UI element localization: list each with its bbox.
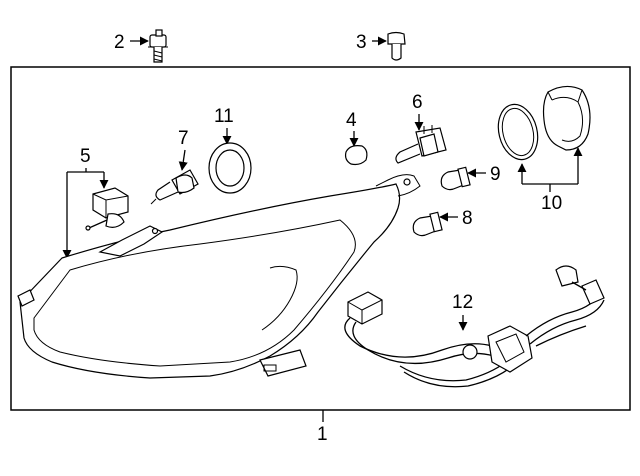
svg-text:9: 9 — [490, 164, 501, 185]
seal-ring-part-10 — [497, 103, 539, 161]
svg-text:11: 11 — [214, 106, 234, 127]
callout-1-label: 1 — [317, 424, 328, 445]
callout-4[interactable]: 4 — [346, 110, 359, 147]
svg-text:12: 12 — [452, 292, 473, 313]
leveling-motor-part-5 — [85, 187, 129, 231]
wedge-bulb-part-9 — [440, 166, 471, 191]
callout-2[interactable]: 2 — [114, 32, 149, 53]
bulb-part-6 — [395, 125, 447, 164]
svg-text:8: 8 — [462, 208, 473, 229]
wedge-bulb-part-8 — [412, 211, 443, 237]
cap-part-4 — [344, 145, 368, 166]
seal-part-11 — [208, 142, 252, 194]
svg-text:5: 5 — [80, 146, 91, 167]
svg-text:7: 7 — [178, 128, 189, 149]
clip-part-3 — [387, 31, 406, 61]
svg-text:10: 10 — [541, 193, 562, 214]
assembly-frame — [10, 66, 631, 411]
callout-6[interactable]: 6 — [412, 92, 424, 131]
callout-1[interactable]: 1 — [317, 410, 328, 445]
callout-5[interactable]: 5 — [62, 146, 109, 259]
callout-10[interactable]: 10 — [517, 147, 583, 214]
callout-9[interactable]: 9 — [467, 164, 501, 185]
callout-8[interactable]: 8 — [439, 208, 473, 229]
svg-text:2: 2 — [114, 32, 125, 53]
bulb-part-7 — [150, 169, 199, 205]
svg-text:4: 4 — [346, 110, 357, 131]
callout-3[interactable]: 3 — [356, 32, 387, 53]
headlamp-housing-part-1 — [17, 174, 421, 379]
wiring-harness-part-12 — [344, 265, 605, 388]
callout-7[interactable]: 7 — [178, 128, 189, 171]
bolt-part-2 — [148, 29, 168, 63]
callout-11[interactable]: 11 — [214, 106, 234, 145]
headlamp-cap-part-10 — [542, 85, 591, 151]
svg-text:6: 6 — [412, 92, 423, 113]
callout-12[interactable]: 12 — [452, 292, 473, 331]
svg-text:3: 3 — [356, 32, 367, 53]
